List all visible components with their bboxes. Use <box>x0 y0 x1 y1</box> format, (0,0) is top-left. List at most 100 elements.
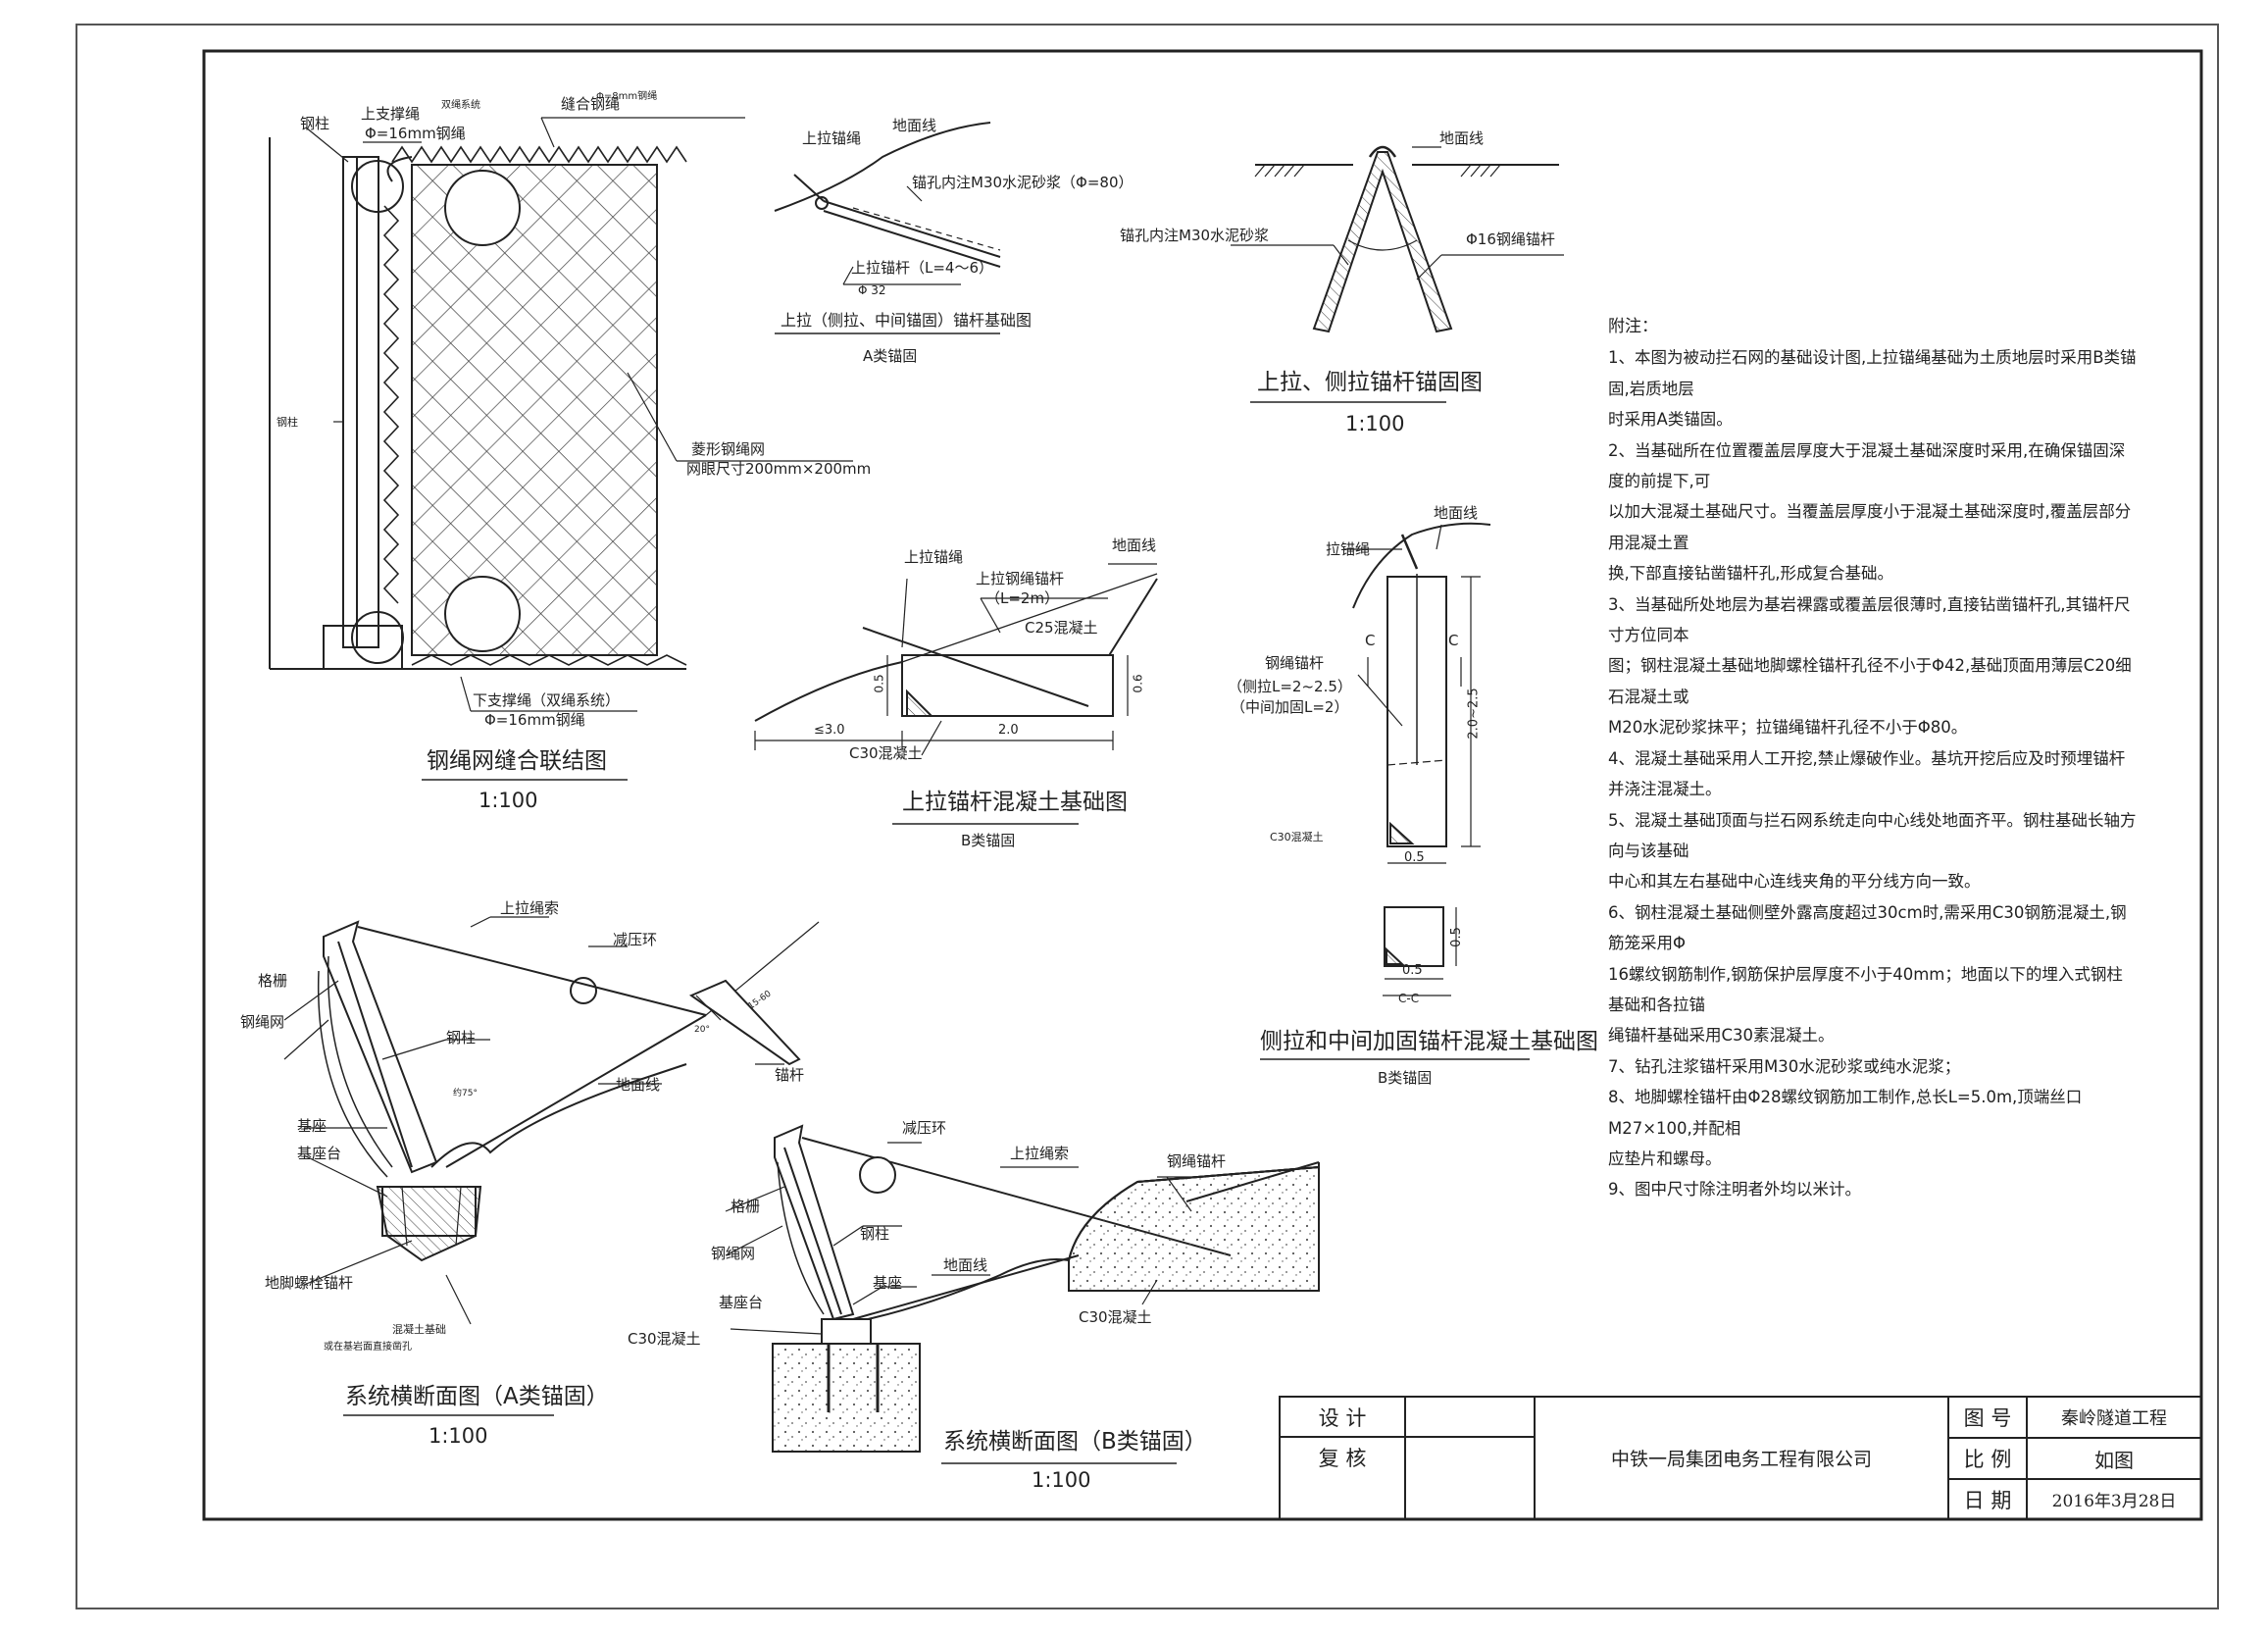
label-steel-post-top: 钢柱 <box>300 115 330 132</box>
note-line: 5、混凝土基础顶面与拦石网系统走向中心线处地面齐平。钢柱基础长轴方向与该基础 <box>1608 810 2137 860</box>
label-net-name: 菱形钢绳网 <box>691 440 766 458</box>
label-post-a: 钢柱 <box>446 1029 477 1047</box>
label-stitch-spec: Φ=8mm钢绳 <box>596 91 658 102</box>
tb-design-label: 设 计 <box>1318 1405 1367 1430</box>
concreteB-sub: B类锚固 <box>961 832 1016 849</box>
label-pull-rope-sc: 拉锚绳 <box>1326 540 1371 558</box>
label-pull-rod-b: 上拉钢绳锚杆 <box>976 570 1065 587</box>
label-pull-rope-b: 上拉锚绳 <box>904 548 964 566</box>
note-line: 6、钢柱混凝土基础侧壁外露高度超过30cm时,需采用C30钢筋混凝土,钢筋笼采用… <box>1608 902 2127 953</box>
label-bolt-a: 地脚螺栓锚杆 <box>265 1274 354 1292</box>
title-block-lines <box>1279 1396 2202 1520</box>
label-angle2-a: 20° <box>694 1025 710 1035</box>
note-line: 9、图中尺寸除注明者外均以米计。 <box>1608 1180 1861 1200</box>
label-top-rope-a: 上拉绳索 <box>500 899 560 917</box>
label-c30-b: C30混凝土 <box>849 744 923 762</box>
label-net-b: 钢绳网 <box>711 1245 756 1262</box>
label-d06-b: 0.6 <box>1131 674 1145 693</box>
label-c-left: C <box>1365 632 1376 649</box>
notes-list: 1、本图为被动拦石网的基础设计图,上拉锚绳基础为土质地层时采用B类锚固,岩质地层… <box>1608 342 2138 1204</box>
tb-date: 2016年3月28日 <box>2051 1492 2177 1511</box>
note-line: 3、当基础所处地层为基岩裸露或覆盖层很薄时,直接钻凿锚杆孔,其锚杆尺寸方位同本 <box>1608 594 2131 645</box>
label-upper-brace-spec: Φ=16mm钢绳 <box>365 125 466 142</box>
note-line: 换,下部直接钻凿锚杆孔,形成复合基础。 <box>1608 564 1893 584</box>
label-lower-brace-spec: Φ=16mm钢绳 <box>484 711 585 729</box>
label-lower-brace: 下支撑绳（双绳系统） <box>473 691 621 709</box>
tb-drawing-no: 秦岭隧道工程 <box>2061 1408 2167 1429</box>
anchorA-sub: A类锚固 <box>863 347 918 365</box>
notes-block: 附注： 1、本图为被动拦石网的基础设计图,上拉锚绳基础为土质地层时采用B类锚固,… <box>1608 312 2138 1205</box>
label-rod-a: 上拉锚杆（L=4～6） <box>851 259 994 277</box>
note-line: M20水泥砂浆抹平；拉锚绳锚杆孔径不小于Φ80。 <box>1608 718 1968 738</box>
concreteB-title: 上拉锚杆混凝土基础图 <box>902 790 1128 815</box>
anchorA-title: 上拉（侧拉、中间锚固）锚杆基础图 <box>781 311 1033 330</box>
label-d05-b: 0.5 <box>872 674 886 693</box>
note-line: 16螺纹钢筋制作,钢筋保护层厚度不小于40mm；地面以下的埋入式钢柱基础和各拉锚 <box>1608 964 2123 1014</box>
anchorA-diagram <box>774 122 1001 334</box>
label-top-rope-b: 上拉绳索 <box>1010 1145 1070 1162</box>
sectionA-scale: 1:100 <box>428 1424 488 1448</box>
label-upper-brace: 上支撑绳 <box>361 105 421 123</box>
label-c25-b: C25混凝土 <box>1025 619 1098 637</box>
label-w05-sc: 0.5 <box>1404 850 1425 865</box>
label-ground-b: 地面线 <box>1112 536 1157 554</box>
label-height-sc: 2.0~2.5 <box>1466 688 1482 740</box>
label-side-len-sc: （侧拉L=2~2.5） <box>1228 678 1352 695</box>
label-concrete-note-a: 或在基岩面直接凿孔 <box>324 1342 412 1353</box>
label-sec-w: 0.5 <box>1402 963 1423 978</box>
sectionB-scale: 1:100 <box>1032 1468 1091 1492</box>
label-net-size: 网眼尺寸200mm×200mm <box>686 460 872 478</box>
label-sec-h: 0.5 <box>1448 927 1464 947</box>
note-line: 中心和其左右基础中心连线夹角的平分线方向一致。 <box>1608 872 1981 892</box>
tb-drawing-no-label: 图 号 <box>1963 1406 2012 1430</box>
tb-review-label: 复 核 <box>1318 1447 1367 1470</box>
label-ground-side: 地面线 <box>1439 129 1485 147</box>
label-double-rope: 双绳系统 <box>441 100 480 111</box>
tb-scale-label: 比 例 <box>1963 1448 2012 1471</box>
sectionB-diagram <box>725 1124 1320 1464</box>
note-line: 7、钻孔注浆锚杆采用M30水泥砂浆或纯水泥浆； <box>1608 1056 1961 1076</box>
label-net-a: 钢绳网 <box>240 1013 285 1031</box>
label-relief-ring-b: 减压环 <box>902 1119 947 1137</box>
note-line: 4、混凝土基础采用人工开挖,禁止爆破作业。基坑开挖后应及时预埋锚杆并浇注混凝土。 <box>1608 748 2126 799</box>
tb-date-label: 日 期 <box>1963 1488 2012 1512</box>
label-d30-b: ≤3.0 <box>814 723 845 738</box>
sectionA-diagram <box>283 916 820 1416</box>
tb-scale: 如图 <box>2094 1448 2134 1472</box>
sectionA-title: 系统横断面图（A类锚固） <box>345 1384 609 1409</box>
label-dia-a: Φ 32 <box>858 283 886 297</box>
label-c30-left-b: C30混凝土 <box>628 1330 701 1348</box>
label-grid-a: 格栅 <box>258 972 288 990</box>
outer-border <box>76 24 2219 1609</box>
label-base-platform-b: 基座台 <box>719 1294 764 1311</box>
label-c30-sc: C30混凝土 <box>1270 831 1324 843</box>
mesh-detail <box>269 117 853 781</box>
label-pull-rope-a: 上拉锚绳 <box>802 129 862 147</box>
mesh-scale: 1:100 <box>479 789 538 812</box>
label-grout-a: 锚孔内注M30水泥砂浆（Φ=80） <box>912 174 1134 191</box>
notes-heading: 附注： <box>1608 317 1658 336</box>
label-stitch-rope: 缝合钢绳 <box>561 95 621 113</box>
sideAnchor-diagram <box>1231 145 1564 403</box>
label-grout-side: 锚孔内注M30水泥砂浆 <box>1120 227 1270 244</box>
sectionB-title: 系统横断面图（B类锚固） <box>943 1429 1207 1455</box>
note-line: 2、当基础所在位置覆盖层厚度大于混凝土基础深度时采用,在确保锚固深度的前提下,可 <box>1608 440 2126 491</box>
tb-company: 中铁一局集团电务工程有限公司 <box>1610 1449 1872 1470</box>
label-steel-post-side: 钢柱 <box>277 416 298 429</box>
label-ground-sc: 地面线 <box>1434 504 1479 522</box>
note-line: 以加大混凝土基础尺寸。当覆盖层厚度小于混凝土基础深度时,覆盖层部分用混凝土置 <box>1608 502 2132 552</box>
label-angle3-a: 约75° <box>453 1089 478 1098</box>
sideConcrete-diagram <box>1260 522 1530 1060</box>
note-line: 应垫片和螺母。 <box>1608 1149 1722 1168</box>
label-ground-a: 地面线 <box>892 117 937 134</box>
sideConcrete-title: 侧拉和中间加固锚杆混凝土基础图 <box>1260 1029 1598 1054</box>
note-line: 绳锚杆基础采用C30素混凝土。 <box>1608 1026 1835 1046</box>
label-ground-sa: 地面线 <box>616 1076 661 1094</box>
label-c30-right-b: C30混凝土 <box>1079 1308 1152 1326</box>
label-rope-side: Φ16钢绳锚杆 <box>1466 230 1555 248</box>
label-anchor-a: 锚杆 <box>775 1066 805 1084</box>
inner-border <box>202 49 2203 1521</box>
note-line: 时采用A类锚固。 <box>1608 410 1733 430</box>
concreteB-diagram <box>754 563 1158 825</box>
